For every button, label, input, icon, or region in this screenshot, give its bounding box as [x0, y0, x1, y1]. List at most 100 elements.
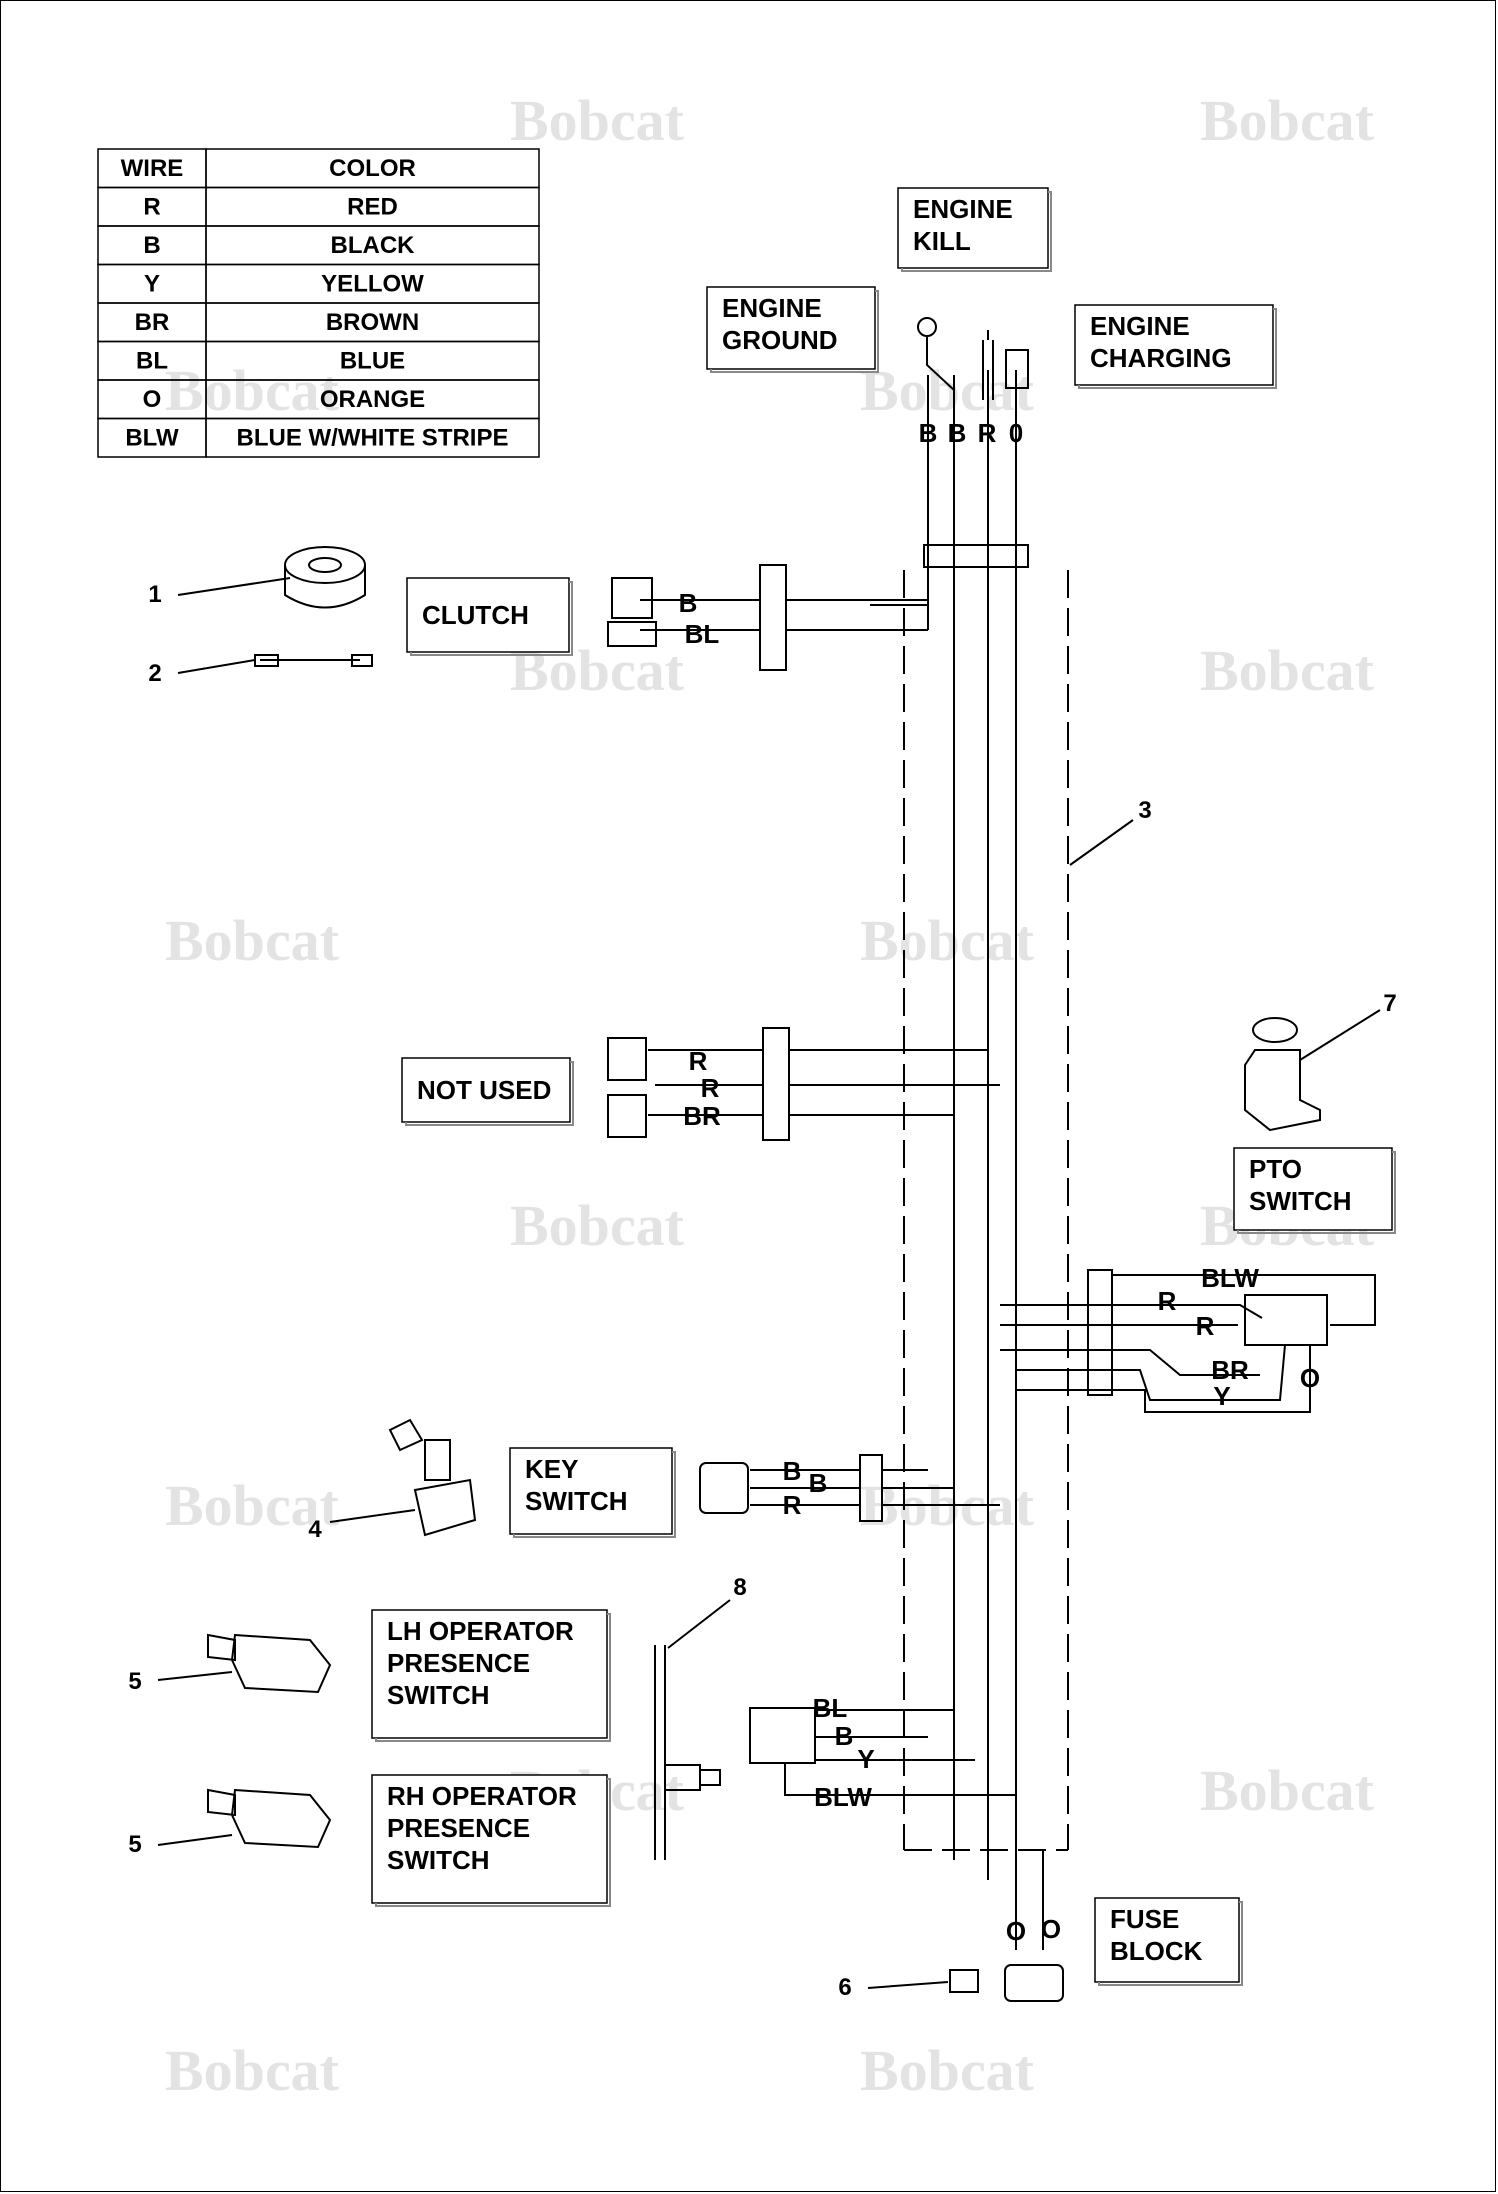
presence-switch-lh [207, 1633, 332, 1694]
wire-label: R [783, 1490, 802, 1520]
callout-number: 5 [128, 1668, 141, 1695]
wire-label: B [948, 418, 967, 448]
table-cell: YELLOW [321, 271, 424, 298]
bobcat-watermark: Bobcat [1200, 1758, 1375, 1823]
table-cell: BROWN [326, 309, 419, 336]
wire-label: 0 [1009, 418, 1023, 448]
wire-label: R [978, 418, 997, 448]
not-used-label-box: NOT USED [401, 1057, 574, 1126]
table-cell: R [143, 194, 160, 221]
table-header-cell: COLOR [329, 155, 416, 182]
bobcat-watermark: Bobcat [510, 1193, 685, 1258]
box-label-line: SWITCH [387, 1845, 490, 1875]
jumper-wire [254, 654, 373, 667]
clutch-component [284, 546, 366, 584]
presence-wires [784, 1709, 1016, 1796]
table-header-cell: WIRE [121, 155, 184, 182]
clutch-plug [611, 577, 653, 619]
box-label-line: BLOCK [1110, 1936, 1203, 1966]
callout-number: 3 [1138, 797, 1151, 824]
key-switch-component [388, 1418, 477, 1537]
harness-body [903, 570, 1069, 1852]
box-label-line: KEY [525, 1454, 578, 1484]
harness-grommet [923, 544, 1029, 568]
callout-number: 5 [128, 1831, 141, 1858]
table-cell: BLW [125, 425, 179, 452]
bobcat-watermark: Bobcat [165, 908, 340, 973]
wire-label: BL [813, 1693, 848, 1723]
box-label-line: RH OPERATOR [387, 1781, 577, 1811]
pto-switch-component [1244, 1049, 1321, 1132]
fuse-wires [1015, 1850, 1044, 1950]
charging-terminal [1005, 349, 1029, 389]
key-wires [750, 1469, 1000, 1506]
pto-wires [1000, 1274, 1376, 1413]
wire-label: Y [857, 1744, 874, 1774]
bobcat-watermark: Bobcat [1200, 88, 1375, 153]
box-label-line: ENGINE [913, 194, 1013, 224]
box-label-line: SWITCH [1249, 1186, 1352, 1216]
box-label-line: GROUND [722, 325, 838, 355]
wire-label: B [679, 588, 698, 618]
fuse [949, 1969, 979, 1993]
table-cell: O [143, 386, 162, 413]
sub-harness-8 [654, 1645, 721, 1860]
presence-plug [749, 1707, 816, 1764]
callout-number: 7 [1383, 990, 1396, 1017]
callout-number: 2 [148, 660, 161, 687]
table-cell: BLACK [331, 232, 416, 259]
bobcat-watermark: Bobcat [860, 2038, 1035, 2103]
wire-label: O [1006, 1916, 1026, 1946]
wire-label: BR [1211, 1355, 1249, 1385]
box-label-line: ENGINE [722, 293, 822, 323]
wire-label: R [1158, 1286, 1177, 1316]
wire-label: BLW [1201, 1263, 1259, 1293]
wire-label: B [809, 1468, 828, 1498]
clutch-connector-grip [759, 564, 787, 671]
presence-switch-rh [207, 1788, 332, 1849]
box-label-line: LH OPERATOR [387, 1616, 574, 1646]
table-cell: Y [144, 271, 160, 298]
bobcat-watermark: Bobcat [165, 2038, 340, 2103]
table-cell: BLUE W/WHITE STRIPE [237, 425, 509, 452]
box-label-line: PRESENCE [387, 1813, 530, 1843]
callout-number: 8 [733, 1574, 746, 1601]
wire-label: BR [683, 1101, 721, 1131]
bobcat-watermark: Bobcat [1200, 638, 1375, 703]
clutch-wires [640, 599, 928, 631]
box-label-line: FUSE [1110, 1904, 1179, 1934]
wire-label: B [835, 1721, 854, 1751]
wire-label: O [1041, 1914, 1061, 1944]
table-cell: BR [135, 309, 170, 336]
bobcat-watermark: Bobcat [510, 88, 685, 153]
wire-label: R [1196, 1311, 1215, 1341]
box-label-line: NOT USED [417, 1075, 551, 1105]
bullet-terminal [982, 330, 994, 400]
not-used-plug-1 [607, 1037, 647, 1081]
clutch-label-box: CLUTCH [406, 577, 573, 656]
bobcat-watermark: Bobcat [860, 908, 1035, 973]
pto-grip [1087, 1269, 1113, 1396]
wire-label: B [783, 1456, 802, 1486]
wire-label: Y [1213, 1381, 1230, 1411]
wire-label: O [1300, 1363, 1320, 1393]
box-label-line: ENGINE [1090, 311, 1190, 341]
bobcat-watermark: Bobcat [165, 358, 340, 423]
ring-terminal [917, 317, 937, 337]
not-used-grip [762, 1027, 790, 1141]
box-label-line: KILL [913, 226, 971, 256]
not-used-wires [648, 1049, 1000, 1116]
box-label-line: PRESENCE [387, 1648, 530, 1678]
table-cell: ORANGE [320, 386, 425, 413]
table-cell: BL [136, 348, 168, 375]
fuse-holder [1004, 1964, 1064, 2002]
box-label-line: SWITCH [387, 1680, 490, 1710]
not-used-plug-2 [607, 1094, 647, 1138]
table-cell: RED [347, 194, 398, 221]
